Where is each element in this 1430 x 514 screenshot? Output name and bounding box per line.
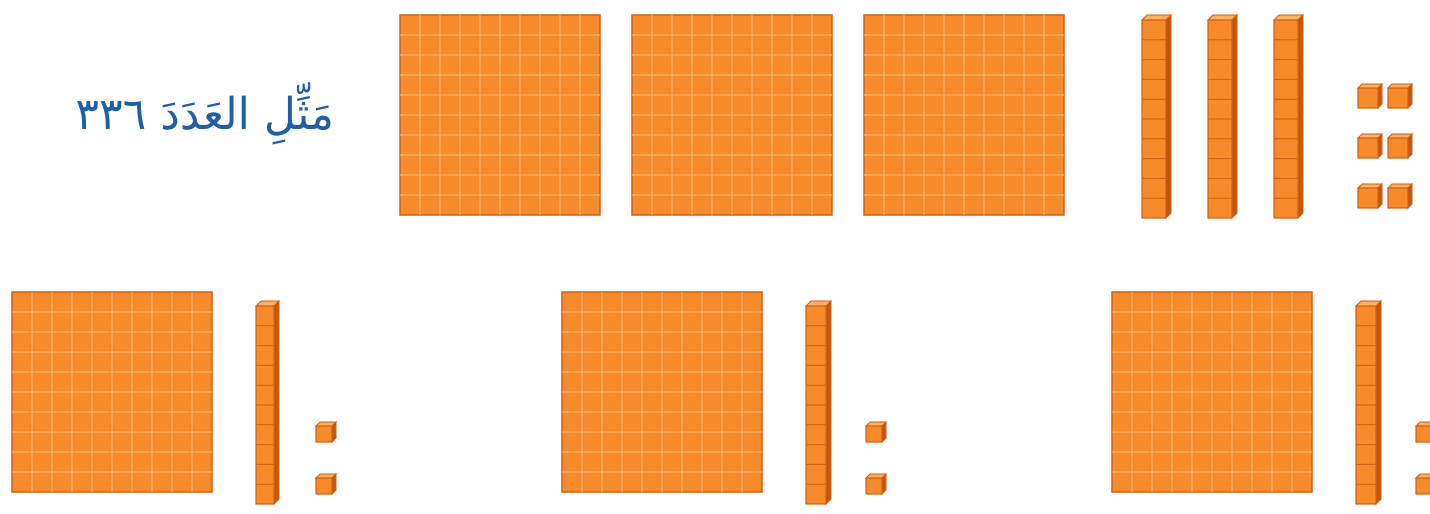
option-1-ten-rod [256, 301, 279, 504]
model-target-unit-cube [1358, 134, 1382, 158]
model-target-unit-cube [1388, 184, 1412, 208]
model-target-unit-cube [1388, 134, 1412, 158]
model-target-hundred-flat [864, 15, 1064, 215]
model-target-ten-rod [1208, 15, 1237, 218]
option-3-hundred-flat [1112, 292, 1312, 492]
option-1-hundred-flat [12, 292, 212, 492]
model-target-hundred-flat [632, 15, 832, 215]
option-2-hundred-flat [562, 292, 762, 492]
option-2-unit-cube [866, 422, 886, 442]
option-2-ten-rod [806, 301, 831, 504]
model-target-unit-cube [1358, 84, 1382, 108]
option-3-ten-rod [1356, 301, 1381, 504]
model-target-ten-rod [1142, 15, 1171, 218]
model-target-hundred-flat [400, 15, 600, 215]
model-target-ten-rod [1274, 15, 1303, 218]
option-3-unit-cube [1416, 474, 1430, 494]
option-2-unit-cube [866, 474, 886, 494]
model-target-unit-cube [1388, 84, 1412, 108]
option-1-unit-cube [316, 422, 336, 442]
option-3-unit-cube [1416, 422, 1430, 442]
option-1-unit-cube [316, 474, 336, 494]
model-target-unit-cube [1358, 184, 1382, 208]
